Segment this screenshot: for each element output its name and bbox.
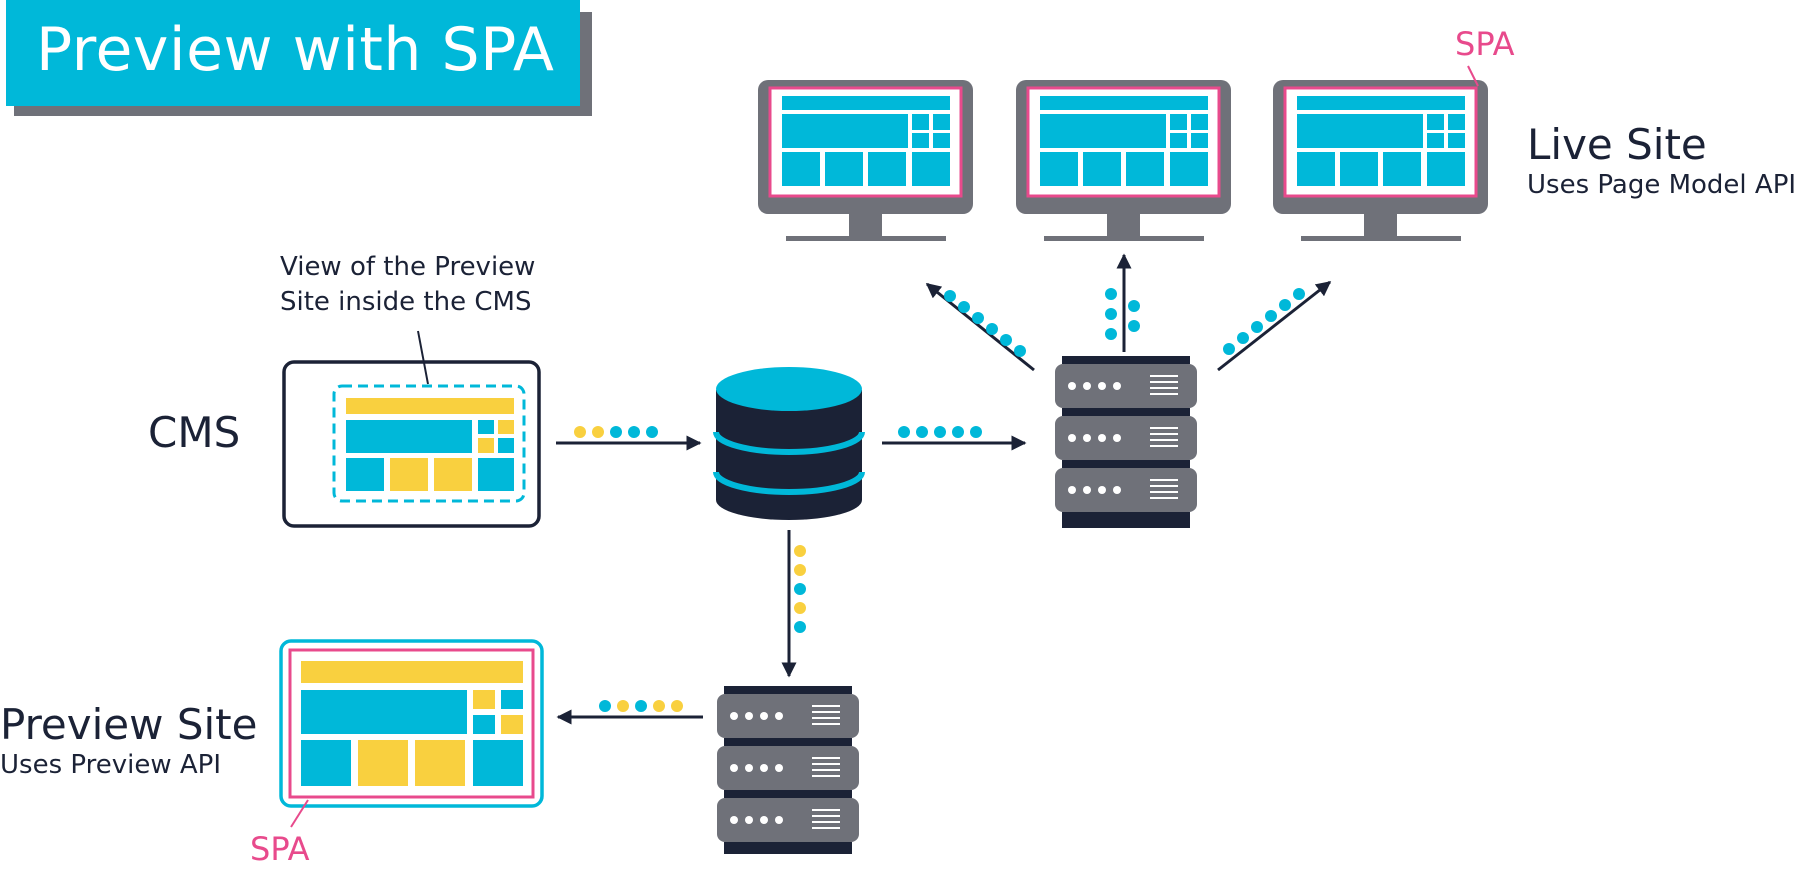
preview-tablet-icon bbox=[279, 639, 544, 808]
preview-site-title: Preview Site bbox=[0, 700, 258, 749]
arrow-server-to-monitor-center bbox=[1105, 253, 1140, 352]
cms-tablet-icon bbox=[282, 360, 541, 528]
preview-site-subtitle: Uses Preview API bbox=[0, 750, 221, 780]
preview-server-icon bbox=[717, 686, 859, 854]
arrow-preview-server-to-preview-site bbox=[556, 700, 703, 725]
arrow-database-to-live-server bbox=[882, 426, 1027, 451]
title-banner bbox=[6, 0, 580, 106]
monitor-icon bbox=[1014, 78, 1233, 243]
spa-preview-pointer bbox=[290, 799, 309, 828]
live-server-icon bbox=[1055, 356, 1197, 528]
cms-label: CMS bbox=[148, 408, 241, 457]
arrow-server-to-monitor-right bbox=[1217, 280, 1332, 372]
arrow-database-to-preview-server bbox=[781, 530, 806, 678]
database-icon bbox=[713, 367, 865, 520]
spa-live-label: SPA bbox=[1455, 25, 1515, 63]
arrow-cms-to-database bbox=[556, 426, 702, 451]
monitor-icon bbox=[1271, 78, 1490, 243]
callout-line-1: View of the Preview bbox=[280, 252, 536, 282]
arrow-server-to-monitor-left bbox=[925, 282, 1035, 372]
callout-pointer bbox=[417, 330, 429, 385]
spa-live-pointer bbox=[1467, 65, 1479, 87]
monitor-icon bbox=[756, 78, 975, 243]
live-site-title: Live Site bbox=[1527, 120, 1707, 169]
callout-line-2: Site inside the CMS bbox=[280, 287, 532, 317]
live-site-subtitle: Uses Page Model API bbox=[1527, 170, 1797, 200]
spa-preview-label: SPA bbox=[250, 830, 310, 868]
callout-label: View of the Preview Site inside the CMS bbox=[280, 250, 535, 320]
page-title: Preview with SPA bbox=[36, 15, 555, 85]
